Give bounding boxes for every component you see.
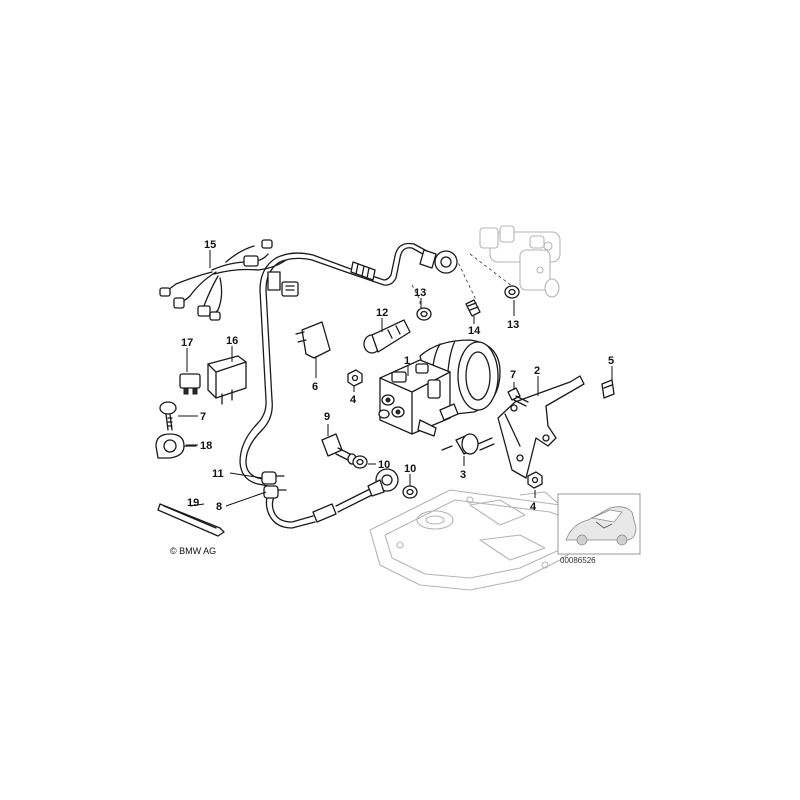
leader-lines [178, 250, 613, 507]
adapter-fitting [465, 299, 481, 317]
callout-6: 6 [312, 381, 318, 393]
hex-nut-upper [347, 369, 363, 387]
mounting-bracket [497, 375, 585, 479]
spring-clip [601, 379, 615, 399]
hydraulic-pump-unit [378, 339, 501, 437]
brake-line-long [239, 242, 458, 487]
hex-bolt-left [159, 401, 177, 431]
callout-5: 5 [608, 355, 614, 367]
callout-19: 19 [187, 497, 199, 509]
callout-10-lower: 10 [404, 463, 416, 475]
cover-plate [295, 321, 331, 359]
callout-7-left: 7 [200, 411, 206, 423]
sealing-washer-13-right [504, 285, 520, 299]
sealing-washer-lower [402, 485, 418, 499]
copyright-text: © BMW AG [170, 546, 216, 556]
callout-11: 11 [212, 468, 224, 480]
banjo-bolt-12 [363, 319, 411, 354]
ghost-master-cylinder [479, 225, 561, 298]
callout-18: 18 [200, 440, 212, 452]
sealing-washer-upper [352, 455, 368, 469]
callout-10-upper: 10 [378, 459, 390, 471]
callout-12: 12 [376, 307, 388, 319]
ghost-oil-pan [369, 489, 601, 591]
sealing-washer-13-left [416, 307, 432, 321]
wiring-harness [159, 239, 299, 321]
callout-7-right: 7 [510, 369, 516, 381]
cable-tie [157, 503, 225, 537]
brake-line-8 [265, 468, 399, 529]
reference-lines [411, 253, 513, 306]
fuse [179, 373, 201, 395]
callout-4-lower: 4 [530, 501, 537, 513]
callout-9: 9 [324, 411, 330, 423]
callout-13-left: 13 [414, 287, 426, 299]
document-number: 00086526 [560, 556, 596, 565]
callout-1: 1 [404, 355, 410, 367]
callout-3: 3 [460, 469, 466, 481]
callout-2: 2 [534, 365, 540, 377]
relay [207, 355, 247, 405]
callout-labels: 15 17 16 7 18 11 8 19 6 12 13 14 13 1 4 … [181, 239, 614, 513]
callout-8: 8 [216, 501, 222, 513]
pipe-clamp [155, 433, 197, 459]
hex-nut-lower [527, 471, 543, 489]
callout-13-right: 13 [507, 319, 519, 331]
rubber-mount [441, 433, 495, 455]
callout-4-upper: 4 [350, 394, 357, 406]
callout-16: 16 [226, 335, 238, 347]
callout-17: 17 [181, 337, 193, 349]
banjo-bolt-9 [321, 433, 357, 465]
callout-15: 15 [204, 239, 216, 251]
callout-14: 14 [468, 325, 481, 337]
vehicle-inset [557, 493, 641, 555]
hex-bolt-bracket [507, 387, 529, 407]
